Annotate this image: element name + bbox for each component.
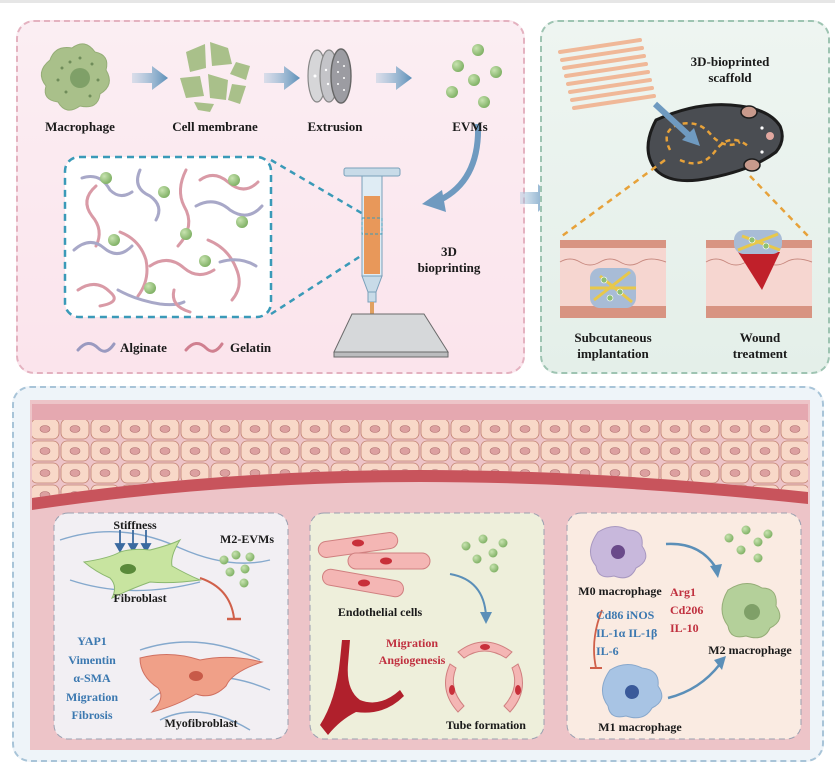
marker-alpha-sma: α-SMA xyxy=(73,671,111,685)
marker-migration: Migration xyxy=(66,689,118,704)
evms-icon-angiogenesis xyxy=(461,534,508,573)
bioprinting-label-line2: bioprinting xyxy=(417,260,481,275)
tube-formation-label: Tube formation xyxy=(446,718,526,732)
effect-migration: Migration xyxy=(386,636,438,650)
alginate-legend-swatch xyxy=(76,342,116,353)
m1-to-m2-arrow xyxy=(667,663,721,700)
marker-il10: IL-10 xyxy=(670,621,699,635)
m2-evms-label: M2-EVMs xyxy=(220,532,274,546)
wound-skin-icon xyxy=(705,230,813,318)
legend-gelatin: Gelatin xyxy=(230,340,272,355)
flow-arrow-2 xyxy=(264,66,300,90)
step-label-macrophage: Macrophage xyxy=(45,119,115,134)
subcutaneous-label-line1: Subcutaneous xyxy=(574,330,652,345)
curved-arrow-to-printer xyxy=(438,123,482,203)
subcutaneous-skin-icon xyxy=(559,240,667,318)
step-label-extrusion: Extrusion xyxy=(307,119,363,134)
marker-yap1: YAP1 xyxy=(77,634,107,648)
cell-membrane-icon xyxy=(180,42,250,112)
macrophage-icon xyxy=(40,43,110,111)
subcutaneous-label: Subcutaneous implantation xyxy=(553,330,673,362)
marker-fibrosis: Fibrosis xyxy=(71,708,113,722)
fibroblast-icon xyxy=(82,538,202,600)
basement-membrane xyxy=(32,470,808,510)
angiogenesis-effects: Migration Angiogenesis xyxy=(362,635,462,669)
stiffness-label: Stiffness xyxy=(113,518,157,532)
hydrogel-inset xyxy=(63,155,273,319)
m2-marker-list: Arg1 Cd206 IL-10 xyxy=(670,583,716,637)
m2-macrophage-label: M2 macrophage xyxy=(708,643,792,657)
m0-macrophage-label: M0 macrophage xyxy=(578,584,662,598)
m0-macrophage-icon xyxy=(590,526,647,579)
step-label-evms: EVMs xyxy=(452,119,488,134)
myofibroblast-label: Myofibroblast xyxy=(164,716,238,730)
evms-icon-macrophage xyxy=(724,525,773,563)
scaffold-label-line1: 3D-bioprinted xyxy=(690,54,770,69)
evm-vesicles-icon xyxy=(446,44,502,108)
extrusion-filter-icon xyxy=(307,48,352,104)
m1-marker-list: Cd86 iNOS IL-1α IL-1β IL-6 xyxy=(596,606,676,660)
mouse-icon xyxy=(646,101,784,183)
legend-alginate: Alginate xyxy=(120,340,167,355)
inhibition-arrow-m1 xyxy=(593,609,603,669)
endothelial-cells-label: Endothelial cells xyxy=(337,605,423,619)
effect-angiogenesis: Angiogenesis xyxy=(378,653,446,667)
bioprinting-label-line1: 3D xyxy=(441,244,457,259)
myofibroblast-icon xyxy=(139,654,264,713)
scaffold-label-line2: scaffold xyxy=(708,70,752,85)
marker-cd206: Cd206 xyxy=(670,603,704,617)
blood-vessel-icon xyxy=(320,640,404,735)
epidermis-layer xyxy=(32,420,808,498)
fibroblast-label: Fibroblast xyxy=(113,591,167,605)
m2-macrophage-icon xyxy=(721,583,781,639)
scaffold-label: 3D-bioprinted scaffold xyxy=(670,54,790,86)
stiffness-arrows-icon xyxy=(114,530,152,553)
step-label-cell-membrane: Cell membrane xyxy=(172,119,258,134)
m1-macrophage-icon xyxy=(602,664,663,719)
gelatin-legend-swatch xyxy=(184,342,224,353)
marker-arg1: Arg1 xyxy=(670,585,696,599)
fibrosis-marker-list: YAP1 Vimentin α-SMA Migration Fibrosis xyxy=(52,632,132,725)
inhibition-arrow-fibrosis xyxy=(199,577,235,619)
m2-evms-icon-fibrosis xyxy=(219,550,255,588)
top-border xyxy=(0,0,835,3)
flow-arrow-1 xyxy=(132,66,168,90)
bioprinting-label: 3D bioprinting xyxy=(404,244,494,276)
marker-vimentin: Vimentin xyxy=(68,652,116,667)
m1-macrophage-label: M1 macrophage xyxy=(598,720,682,734)
flow-arrow-3 xyxy=(376,66,412,90)
m0-to-m2-arrow xyxy=(665,542,718,569)
wound-label-line2: treatment xyxy=(732,346,788,361)
subcutaneous-label-line2: implantation xyxy=(577,346,649,361)
scaffold-icon xyxy=(558,38,656,110)
marker-il6: IL-6 xyxy=(596,644,619,658)
wound-label: Wound treatment xyxy=(700,330,820,362)
marker-il1: IL-1α IL-1β xyxy=(596,626,658,640)
bioprinter-syringe-icon xyxy=(333,167,449,358)
marker-cd86-inos: Cd86 iNOS xyxy=(596,608,655,622)
wound-label-line1: Wound xyxy=(739,330,781,345)
angiogenesis-arrow xyxy=(449,573,487,617)
